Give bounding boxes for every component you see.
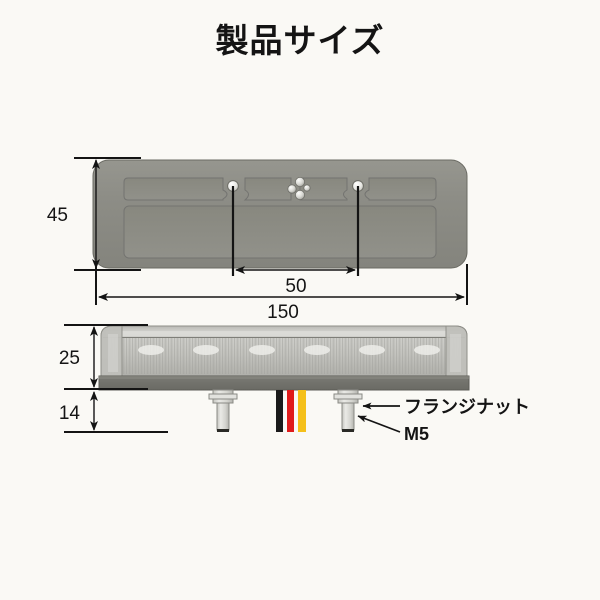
thread-stud-left — [216, 402, 230, 431]
center-screw-top — [294, 176, 305, 187]
thread-stud-right-tip — [342, 429, 354, 432]
top-view-recess-left — [123, 177, 228, 201]
led-highlight — [359, 345, 385, 355]
dimension-label-25: 25 — [59, 348, 80, 369]
mounting-stud-left — [208, 389, 238, 432]
top-view: 45 50 150 — [47, 157, 468, 323]
mounting-stud-right — [333, 389, 363, 432]
led-highlight — [304, 345, 330, 355]
side-view-lens-highlight — [106, 331, 462, 336]
thread-stud-right — [341, 402, 355, 431]
dimension-label-14: 14 — [59, 403, 81, 424]
flange-collar-left — [208, 393, 238, 400]
dimension-label-150: 150 — [267, 302, 299, 323]
led-highlight — [414, 345, 440, 355]
center-screw-bottom — [294, 189, 305, 200]
center-screw-left — [287, 184, 297, 194]
top-view-recess-lower — [123, 205, 437, 259]
leader-line — [357, 415, 401, 433]
side-view-led-highlights — [138, 345, 440, 355]
dimension-stud-length-14: 14 — [59, 391, 168, 433]
dimension-label-45: 45 — [47, 205, 68, 226]
center-screw-right — [303, 184, 311, 192]
led-highlight — [249, 345, 275, 355]
dimension-height-45: 45 — [47, 157, 141, 271]
side-view-end-cap-right-inner — [450, 334, 461, 372]
top-view-recess-right — [364, 177, 437, 201]
top-view-recess-center-right — [299, 177, 348, 201]
dimension-body-height-25: 25 — [59, 324, 148, 390]
dimension-label-50: 50 — [285, 276, 306, 297]
callout-flange-nut: フランジナット — [362, 397, 530, 418]
wire-red — [287, 390, 294, 432]
callout-m5: M5 — [357, 415, 429, 444]
led-highlight — [138, 345, 164, 355]
side-view-base-highlight — [99, 376, 469, 379]
wire-harness — [276, 390, 306, 432]
side-view-lens-ribbing-fine — [108, 338, 460, 374]
top-view-recess-center-left — [243, 177, 292, 201]
wire-black — [276, 390, 283, 432]
top-view-center-cluster — [287, 176, 311, 200]
page-title: 製品サイズ — [215, 21, 385, 60]
flange-collar-right — [333, 393, 363, 400]
thread-stud-left-tip — [217, 429, 229, 432]
dimension-hole-spacing-50: 50 — [231, 186, 360, 297]
dimension-width-150: 150 — [95, 264, 468, 323]
callout-label-m5: M5 — [404, 424, 429, 444]
led-highlight — [193, 345, 219, 355]
callout-label-flange-nut: フランジナット — [404, 397, 530, 418]
side-view-end-cap-left-inner — [108, 334, 118, 372]
side-view: 25 14 フランジナット M5 — [59, 324, 530, 444]
wire-yellow — [298, 390, 306, 432]
